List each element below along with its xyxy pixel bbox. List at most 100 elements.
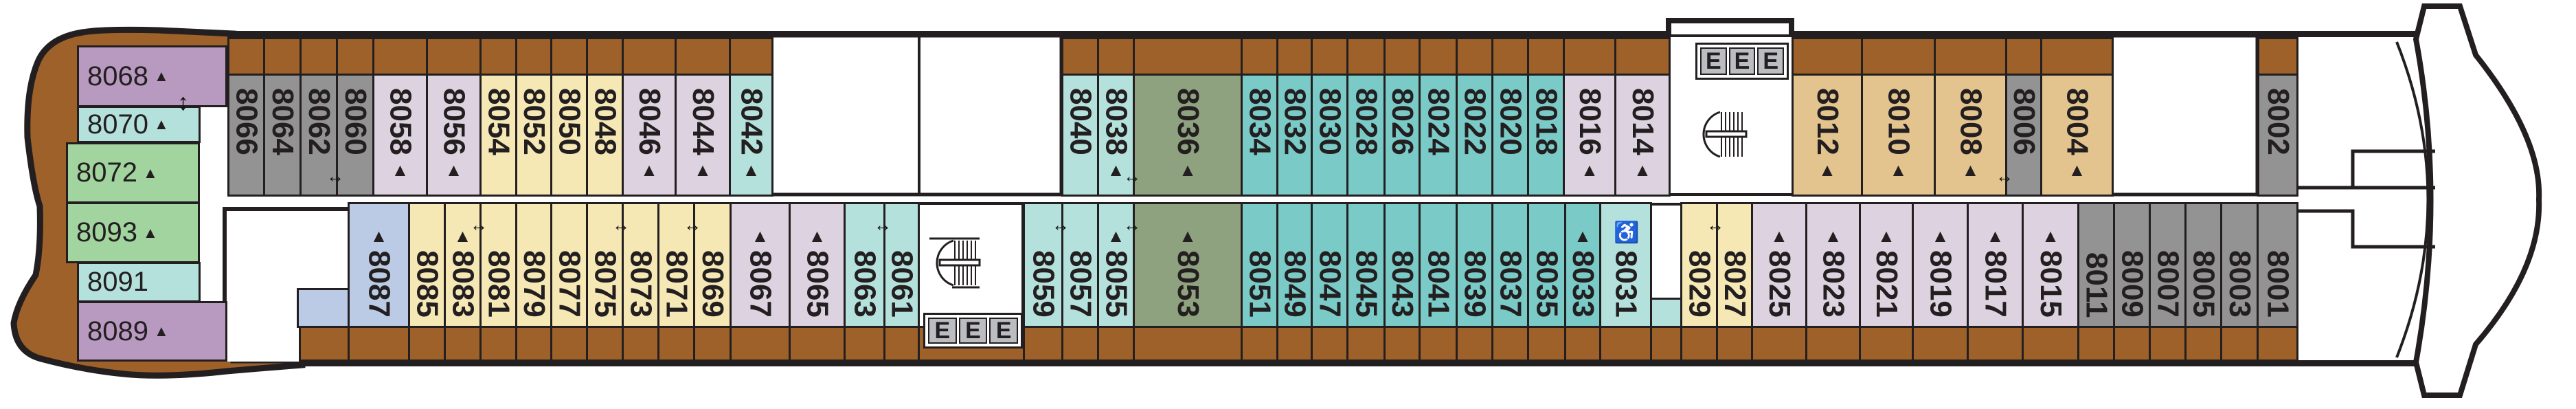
- cabin-8065[interactable]: ▲8065: [789, 202, 846, 328]
- cabin-label: ▲8087: [363, 221, 396, 318]
- cabin-8015[interactable]: ▲8015: [2022, 202, 2079, 328]
- cabin-8008[interactable]: 8008▲: [1934, 74, 2007, 197]
- balcony: [1859, 326, 1914, 362]
- cabin-8020[interactable]: 8020: [1491, 74, 1529, 197]
- cabin-8071[interactable]: 8071: [657, 202, 695, 328]
- cabin-8002[interactable]: 8002: [2257, 74, 2298, 197]
- balcony: [1614, 37, 1671, 76]
- cabin-8035[interactable]: 8035: [1527, 202, 1566, 328]
- cabin-8073[interactable]: 8073: [622, 202, 659, 328]
- cabin-8004[interactable]: 8004▲: [2040, 74, 2114, 197]
- cabin-8001[interactable]: 8001: [2257, 202, 2298, 328]
- cabin-8079[interactable]: 8079: [515, 202, 552, 328]
- cabin-label: 8079: [517, 250, 550, 318]
- cabin-8087[interactable]: ▲8087: [348, 202, 410, 328]
- cabin-8026[interactable]: 8026: [1383, 74, 1421, 197]
- cabin-8023[interactable]: ▲8023: [1805, 202, 1861, 328]
- cabin-8083[interactable]: ▲8083: [444, 202, 482, 328]
- cabin-8077[interactable]: 8077: [550, 202, 588, 328]
- cabin-8091[interactable]: 8091: [77, 262, 201, 302]
- cabin-8052[interactable]: 8052: [515, 74, 552, 197]
- cabin-label: 8031: [1609, 250, 1643, 318]
- cabin-8072[interactable]: 8072▲: [66, 142, 200, 203]
- cabin-label: 8081: [482, 250, 516, 318]
- cabin-8016[interactable]: 8016▲: [1563, 74, 1616, 197]
- cabin-8030[interactable]: 8030: [1311, 74, 1348, 197]
- cabin-8061[interactable]: 8061: [883, 202, 920, 328]
- cabin-8017[interactable]: ▲8017: [1967, 202, 2024, 328]
- cabin-8089[interactable]: 8089▲: [77, 301, 227, 362]
- cabin-number: 8075: [588, 250, 622, 318]
- cabin-8041[interactable]: 8041: [1419, 202, 1458, 328]
- cabin-8066[interactable]: 8066: [227, 74, 265, 197]
- cabin-8081[interactable]: 8081: [479, 202, 517, 328]
- cabin-8031[interactable]: ♿8031: [1599, 202, 1652, 328]
- cabin-8068[interactable]: 8068▲: [77, 45, 227, 107]
- cabin-8043[interactable]: 8043: [1383, 202, 1421, 328]
- cabin-8069[interactable]: 8069: [693, 202, 732, 328]
- cabin-8058[interactable]: 8058▲: [372, 74, 428, 197]
- cabin-8009[interactable]: 8009: [2113, 202, 2151, 328]
- cabin-8059[interactable]: 8059: [1023, 202, 1063, 328]
- balcony: [1133, 326, 1243, 362]
- cabin-8047[interactable]: 8047: [1311, 202, 1348, 328]
- cabin-8010[interactable]: 8010▲: [1861, 74, 1936, 197]
- cabin-8018[interactable]: 8018: [1527, 74, 1565, 197]
- cabin-8027[interactable]: 8027: [1716, 202, 1753, 328]
- cabin-8011[interactable]: 8011: [2077, 202, 2115, 328]
- cabin-8070[interactable]: 8070▲: [77, 106, 201, 143]
- cabin-8040[interactable]: 8040: [1061, 74, 1099, 197]
- cabin-8045[interactable]: 8045: [1346, 202, 1386, 328]
- cabin-number: 8001: [2261, 250, 2295, 318]
- cabin-8028[interactable]: 8028: [1346, 74, 1386, 197]
- balcony: [348, 326, 410, 362]
- cabin-8038[interactable]: 8038▲: [1097, 74, 1135, 197]
- cabin-8062[interactable]: 8062: [300, 74, 338, 197]
- cabin-8046[interactable]: 8046▲: [622, 74, 677, 197]
- elevator-icon: E: [1757, 47, 1785, 75]
- cabin-8056[interactable]: 8056▲: [426, 74, 482, 197]
- balcony: [263, 37, 302, 76]
- balcony: [1276, 37, 1313, 76]
- cabin-label: 8028: [1350, 88, 1383, 155]
- cabin-8057[interactable]: 8057: [1061, 202, 1099, 328]
- cabin-8033[interactable]: ▲8033: [1564, 202, 1601, 328]
- cabin-label: 8052: [517, 88, 550, 155]
- cabin-label: ▲8055: [1100, 221, 1133, 318]
- cabin-label: 8058▲: [384, 88, 418, 184]
- cabin-8003[interactable]: 8003: [2220, 202, 2259, 328]
- balcony: [1934, 37, 2007, 76]
- cabin-8054[interactable]: 8054: [479, 74, 517, 197]
- cabin-8021[interactable]: ▲8021: [1859, 202, 1914, 328]
- cabin-8024[interactable]: 8024: [1419, 74, 1458, 197]
- cabin-8053[interactable]: ▲8053: [1133, 202, 1243, 328]
- cabin-8050[interactable]: 8050: [550, 74, 588, 197]
- cabin-8022[interactable]: 8022: [1456, 74, 1493, 197]
- cabin-number: 8045: [1349, 250, 1383, 318]
- cabin-8093[interactable]: 8093▲: [66, 202, 200, 263]
- cabin-8025[interactable]: ▲8025: [1751, 202, 1807, 328]
- cabin-8064[interactable]: 8064: [263, 74, 302, 197]
- cabin-label: 8007: [2151, 250, 2185, 318]
- cabin-8037[interactable]: 8037: [1491, 202, 1529, 328]
- cabin-8067[interactable]: ▲8067: [730, 202, 791, 328]
- cabin-8034[interactable]: 8034: [1241, 74, 1278, 197]
- cabin-8012[interactable]: 8012▲: [1792, 74, 1863, 197]
- cabin-8005[interactable]: 8005: [2184, 202, 2222, 328]
- cabin-8048[interactable]: 8048: [586, 74, 624, 197]
- cabin-8051[interactable]: 8051: [1241, 202, 1278, 328]
- cabin-8019[interactable]: ▲8019: [1912, 202, 1969, 328]
- cabin-number: 8064: [266, 88, 300, 155]
- cabin-8007[interactable]: 8007: [2149, 202, 2187, 328]
- cabin-8085[interactable]: 8085: [408, 202, 446, 328]
- cabin-number: 8009: [2115, 250, 2149, 318]
- cabin-8055[interactable]: ▲8055: [1097, 202, 1135, 328]
- cabin-8044[interactable]: 8044▲: [675, 74, 731, 197]
- cabin-8014[interactable]: 8014▲: [1614, 74, 1671, 197]
- cabin-8039[interactable]: 8039: [1456, 202, 1493, 328]
- cabin-8042[interactable]: 8042▲: [729, 74, 773, 197]
- cabin-label: 8057: [1064, 250, 1098, 318]
- cabin-8036[interactable]: 8036▲: [1133, 74, 1243, 197]
- cabin-8049[interactable]: 8049: [1276, 202, 1313, 328]
- cabin-8032[interactable]: 8032: [1276, 74, 1313, 197]
